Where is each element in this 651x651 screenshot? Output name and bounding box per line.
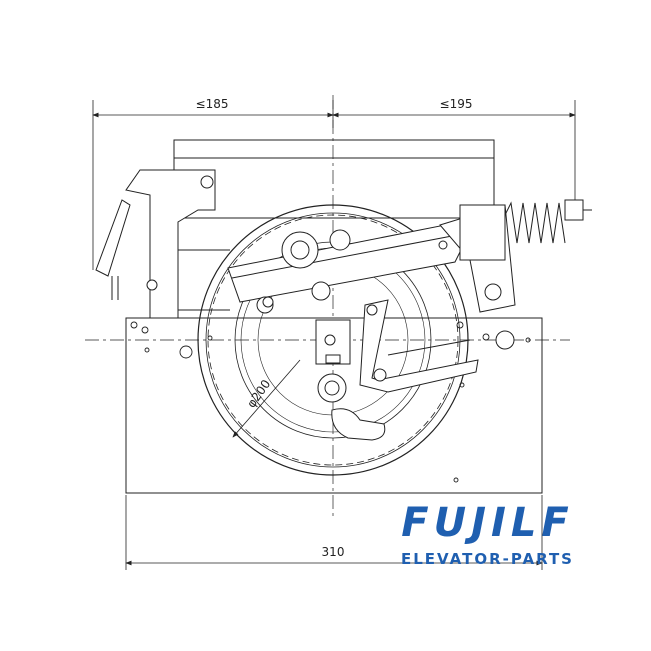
centre-lines <box>85 95 570 520</box>
brand-logo: FUJILF ELEVATOR-PARTS <box>380 502 595 568</box>
brand-name: FUJILF <box>401 500 574 546</box>
diameter-leader <box>232 359 301 438</box>
brand-tagline: ELEVATOR-PARTS <box>401 550 574 568</box>
dimension-bottom-label: 310 <box>322 545 345 559</box>
dimension-top <box>92 100 576 270</box>
cam-latch <box>331 408 386 441</box>
dimension-left-label: ≤185 <box>196 97 229 111</box>
top-cover <box>173 139 495 219</box>
left-bracket <box>95 169 230 319</box>
hub-mechanism <box>256 229 351 314</box>
dimension-right-label: ≤195 <box>440 97 473 111</box>
bolts <box>146 175 515 403</box>
dimension-bottom <box>125 495 543 570</box>
base-holes <box>130 321 531 483</box>
spring-assembly <box>459 199 592 261</box>
